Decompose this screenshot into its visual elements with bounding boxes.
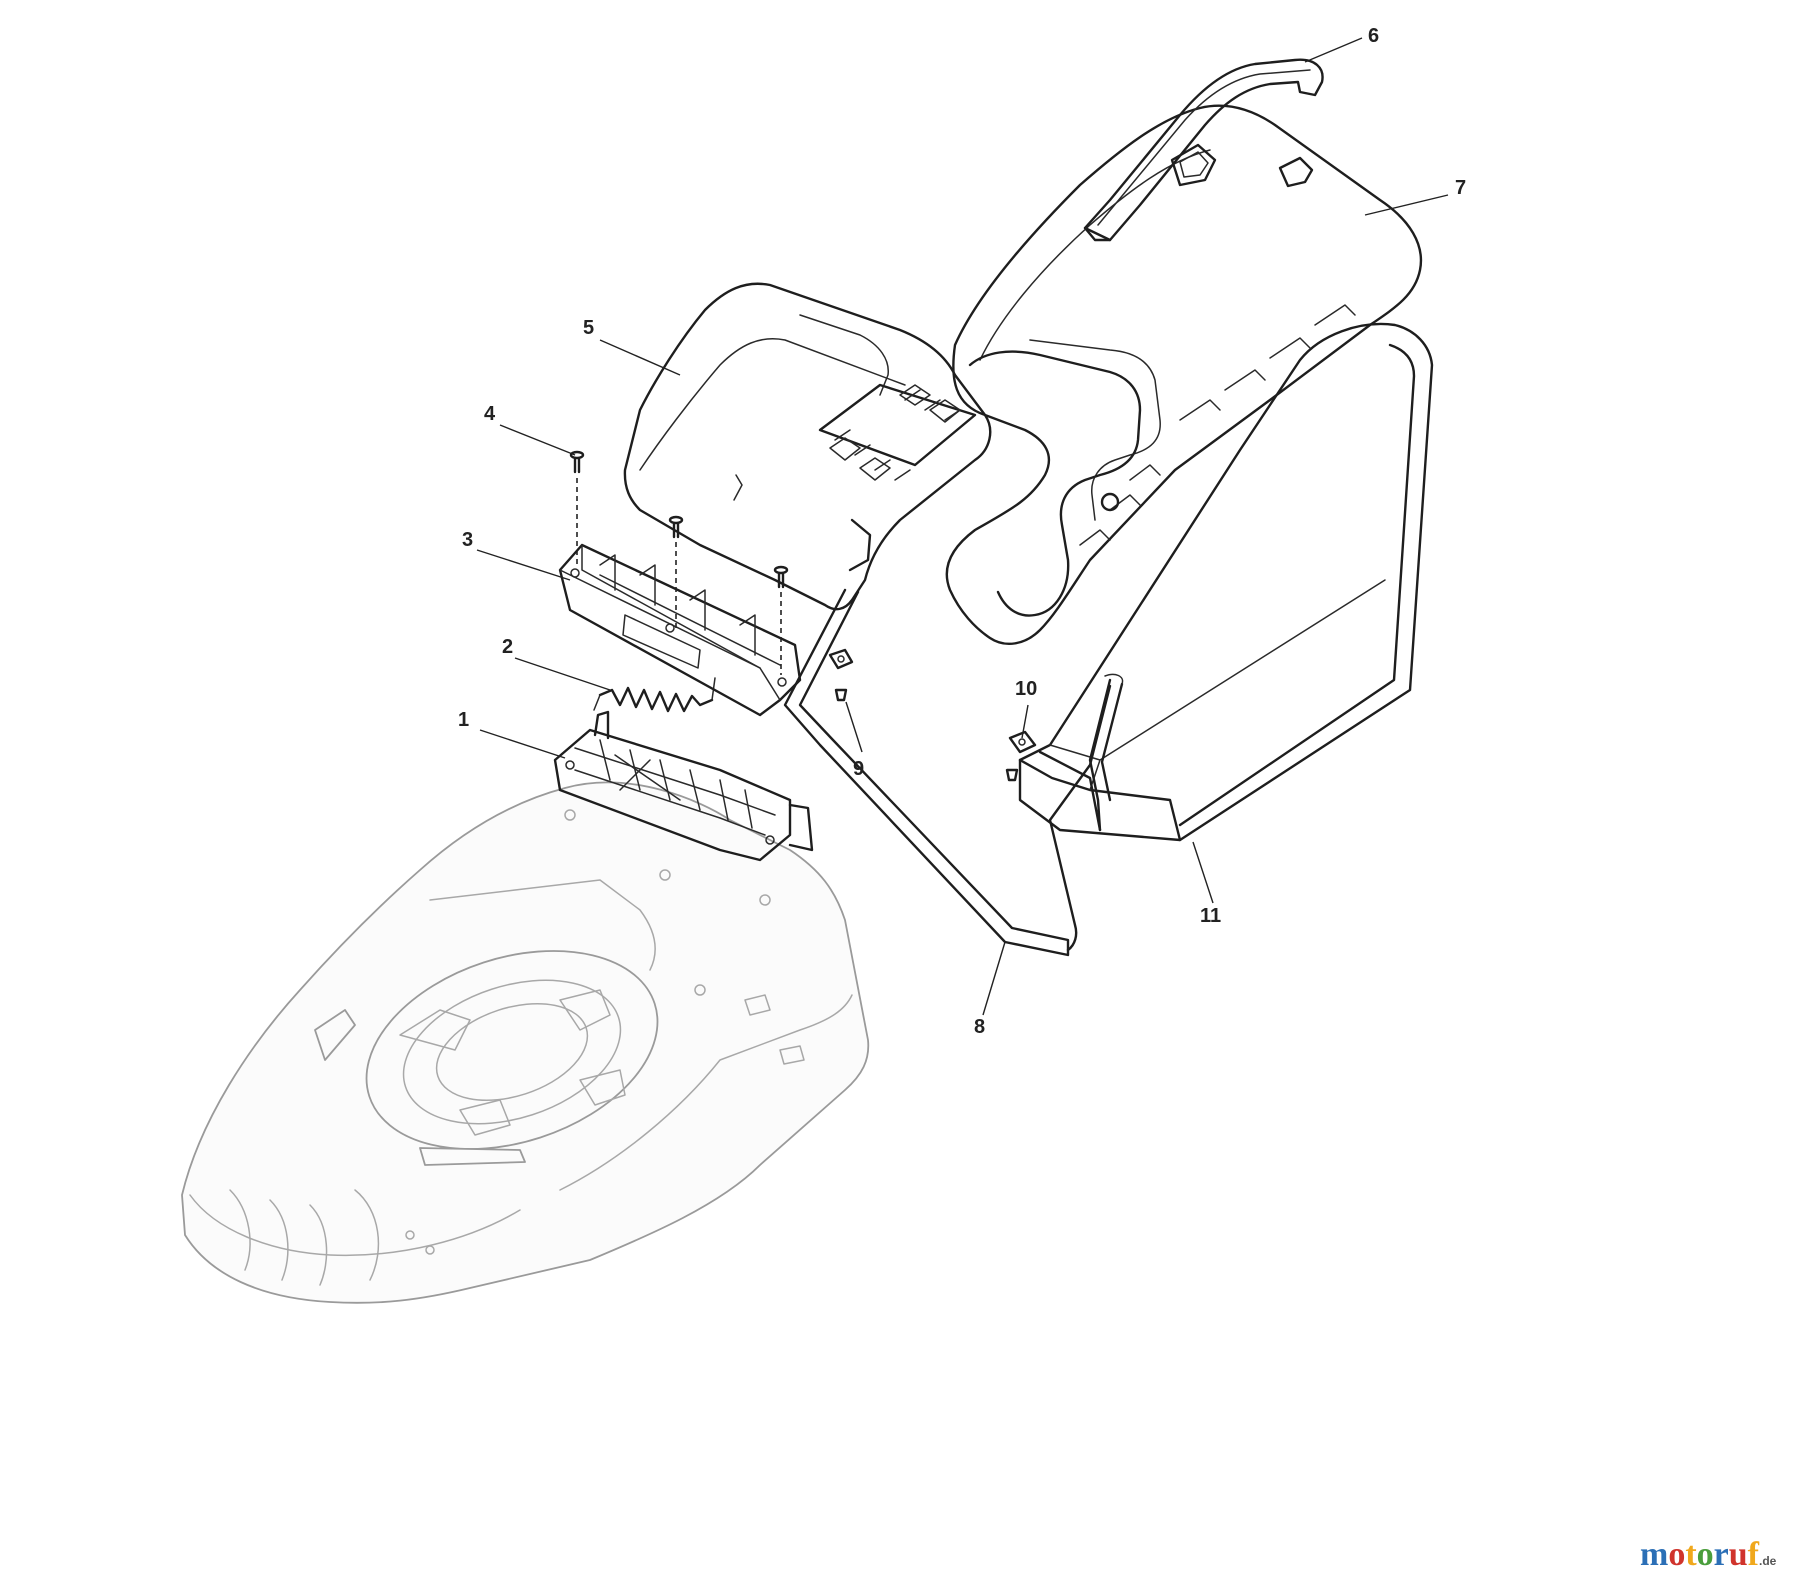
leader-lines <box>476 37 1449 1016</box>
watermark-logo: motoruf.de <box>1640 1536 1777 1573</box>
callout-5: 5 <box>583 317 594 339</box>
grass-bag-frame <box>783 588 1124 957</box>
callout-8: 8 <box>974 1016 985 1038</box>
clip <box>828 648 854 702</box>
torsion-spring <box>593 677 716 713</box>
callout-10: 10 <box>1015 678 1037 700</box>
callout-7: 7 <box>1455 177 1466 199</box>
callout-6: 6 <box>1368 25 1379 47</box>
clip <box>1005 730 1037 782</box>
callout-9: 9 <box>853 758 864 780</box>
grass-bag-handle <box>1083 58 1324 242</box>
callout-2: 2 <box>502 636 513 658</box>
watermark-tld: .de <box>1759 1554 1777 1568</box>
mower-deck <box>181 781 870 1304</box>
callout-11: 11 <box>1200 905 1221 927</box>
grass-bag-hood <box>945 104 1423 646</box>
watermark-letter: o <box>1697 1536 1714 1573</box>
watermark-wordmark: motoruf.de <box>1640 1536 1777 1573</box>
watermark-letter: o <box>1668 1536 1685 1573</box>
watermark-letter: t <box>1685 1536 1697 1573</box>
rear-flap <box>558 543 802 717</box>
rear-flap-bracket <box>553 710 814 862</box>
grass-bag <box>1018 322 1434 842</box>
watermark-letter: f <box>1748 1536 1760 1573</box>
callout-1: 1 <box>458 709 469 731</box>
watermark-letter: m <box>1640 1536 1668 1573</box>
screw <box>569 450 585 474</box>
callouts: 1 2 3 4 5 6 7 8 9 10 11 <box>458 25 1466 1038</box>
watermark-letter: r <box>1714 1536 1729 1573</box>
callout-3: 3 <box>462 529 473 551</box>
watermark-letter: u <box>1729 1536 1748 1573</box>
grass-bag-lid <box>623 282 992 611</box>
callout-4: 4 <box>484 403 496 425</box>
